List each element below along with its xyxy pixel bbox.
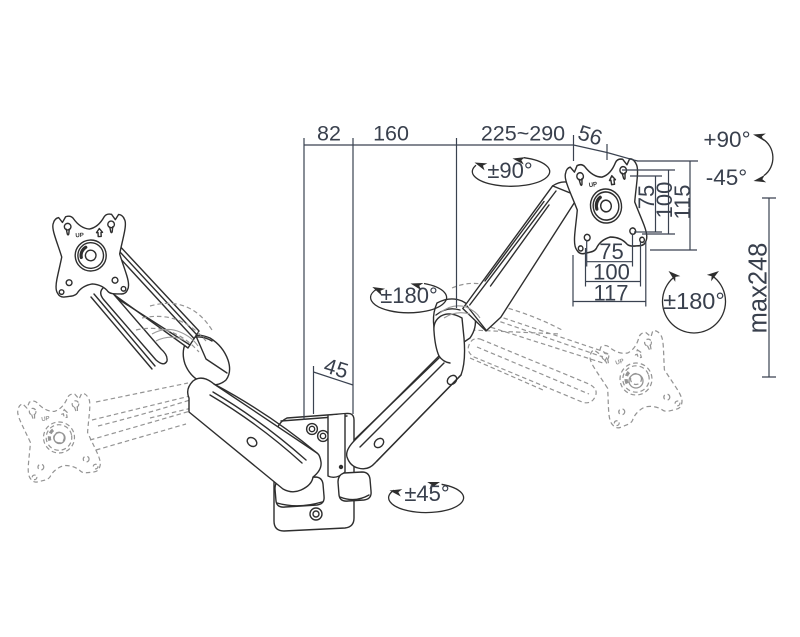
svg-text:+90°: +90° — [703, 127, 750, 152]
svg-text:160: 160 — [373, 122, 409, 146]
svg-text:±180°: ±180° — [380, 283, 438, 308]
svg-text:115: 115 — [670, 184, 695, 219]
svg-text:75: 75 — [599, 239, 623, 264]
svg-text:100: 100 — [652, 182, 677, 219]
svg-text:82: 82 — [317, 122, 341, 146]
svg-text:±180°: ±180° — [663, 288, 725, 314]
svg-text:225~290: 225~290 — [481, 122, 565, 146]
svg-text:±45°: ±45° — [404, 481, 449, 506]
svg-text:max248: max248 — [745, 243, 773, 334]
svg-text:100: 100 — [593, 260, 630, 285]
svg-text:117: 117 — [593, 281, 628, 306]
svg-text:75: 75 — [634, 185, 659, 209]
svg-text:-45°: -45° — [706, 165, 748, 190]
svg-text:±90°: ±90° — [487, 158, 532, 183]
